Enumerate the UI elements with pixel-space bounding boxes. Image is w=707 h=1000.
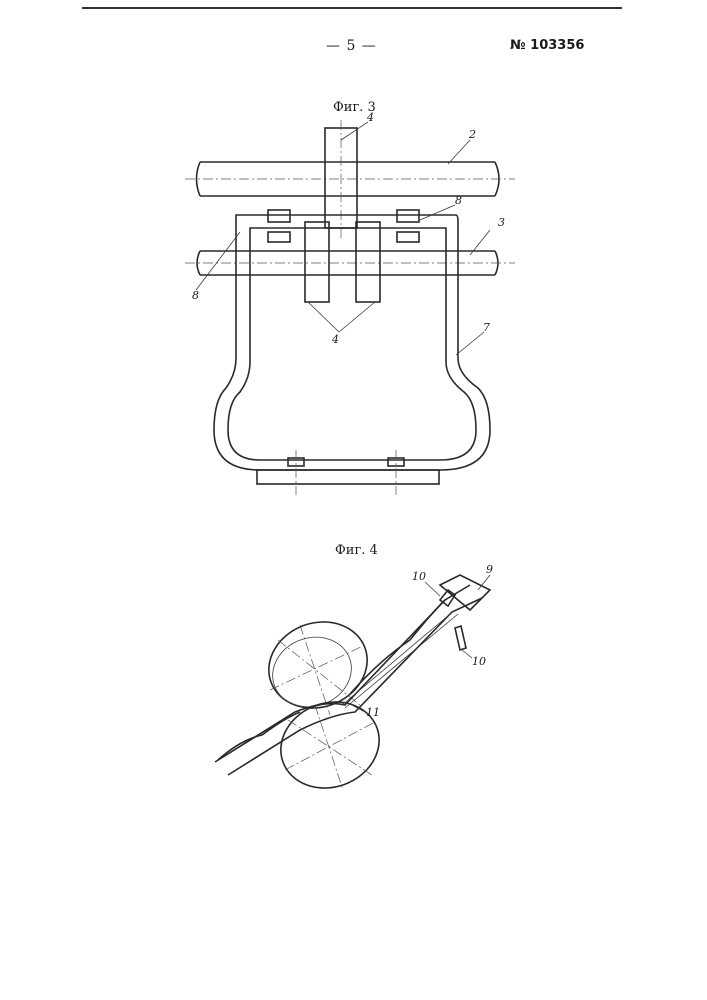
label-10-top: 10 [412, 570, 426, 583]
label-10-bottom: 10 [472, 655, 486, 668]
label-11: 11 [366, 706, 380, 719]
label-9: 9 [486, 563, 493, 576]
